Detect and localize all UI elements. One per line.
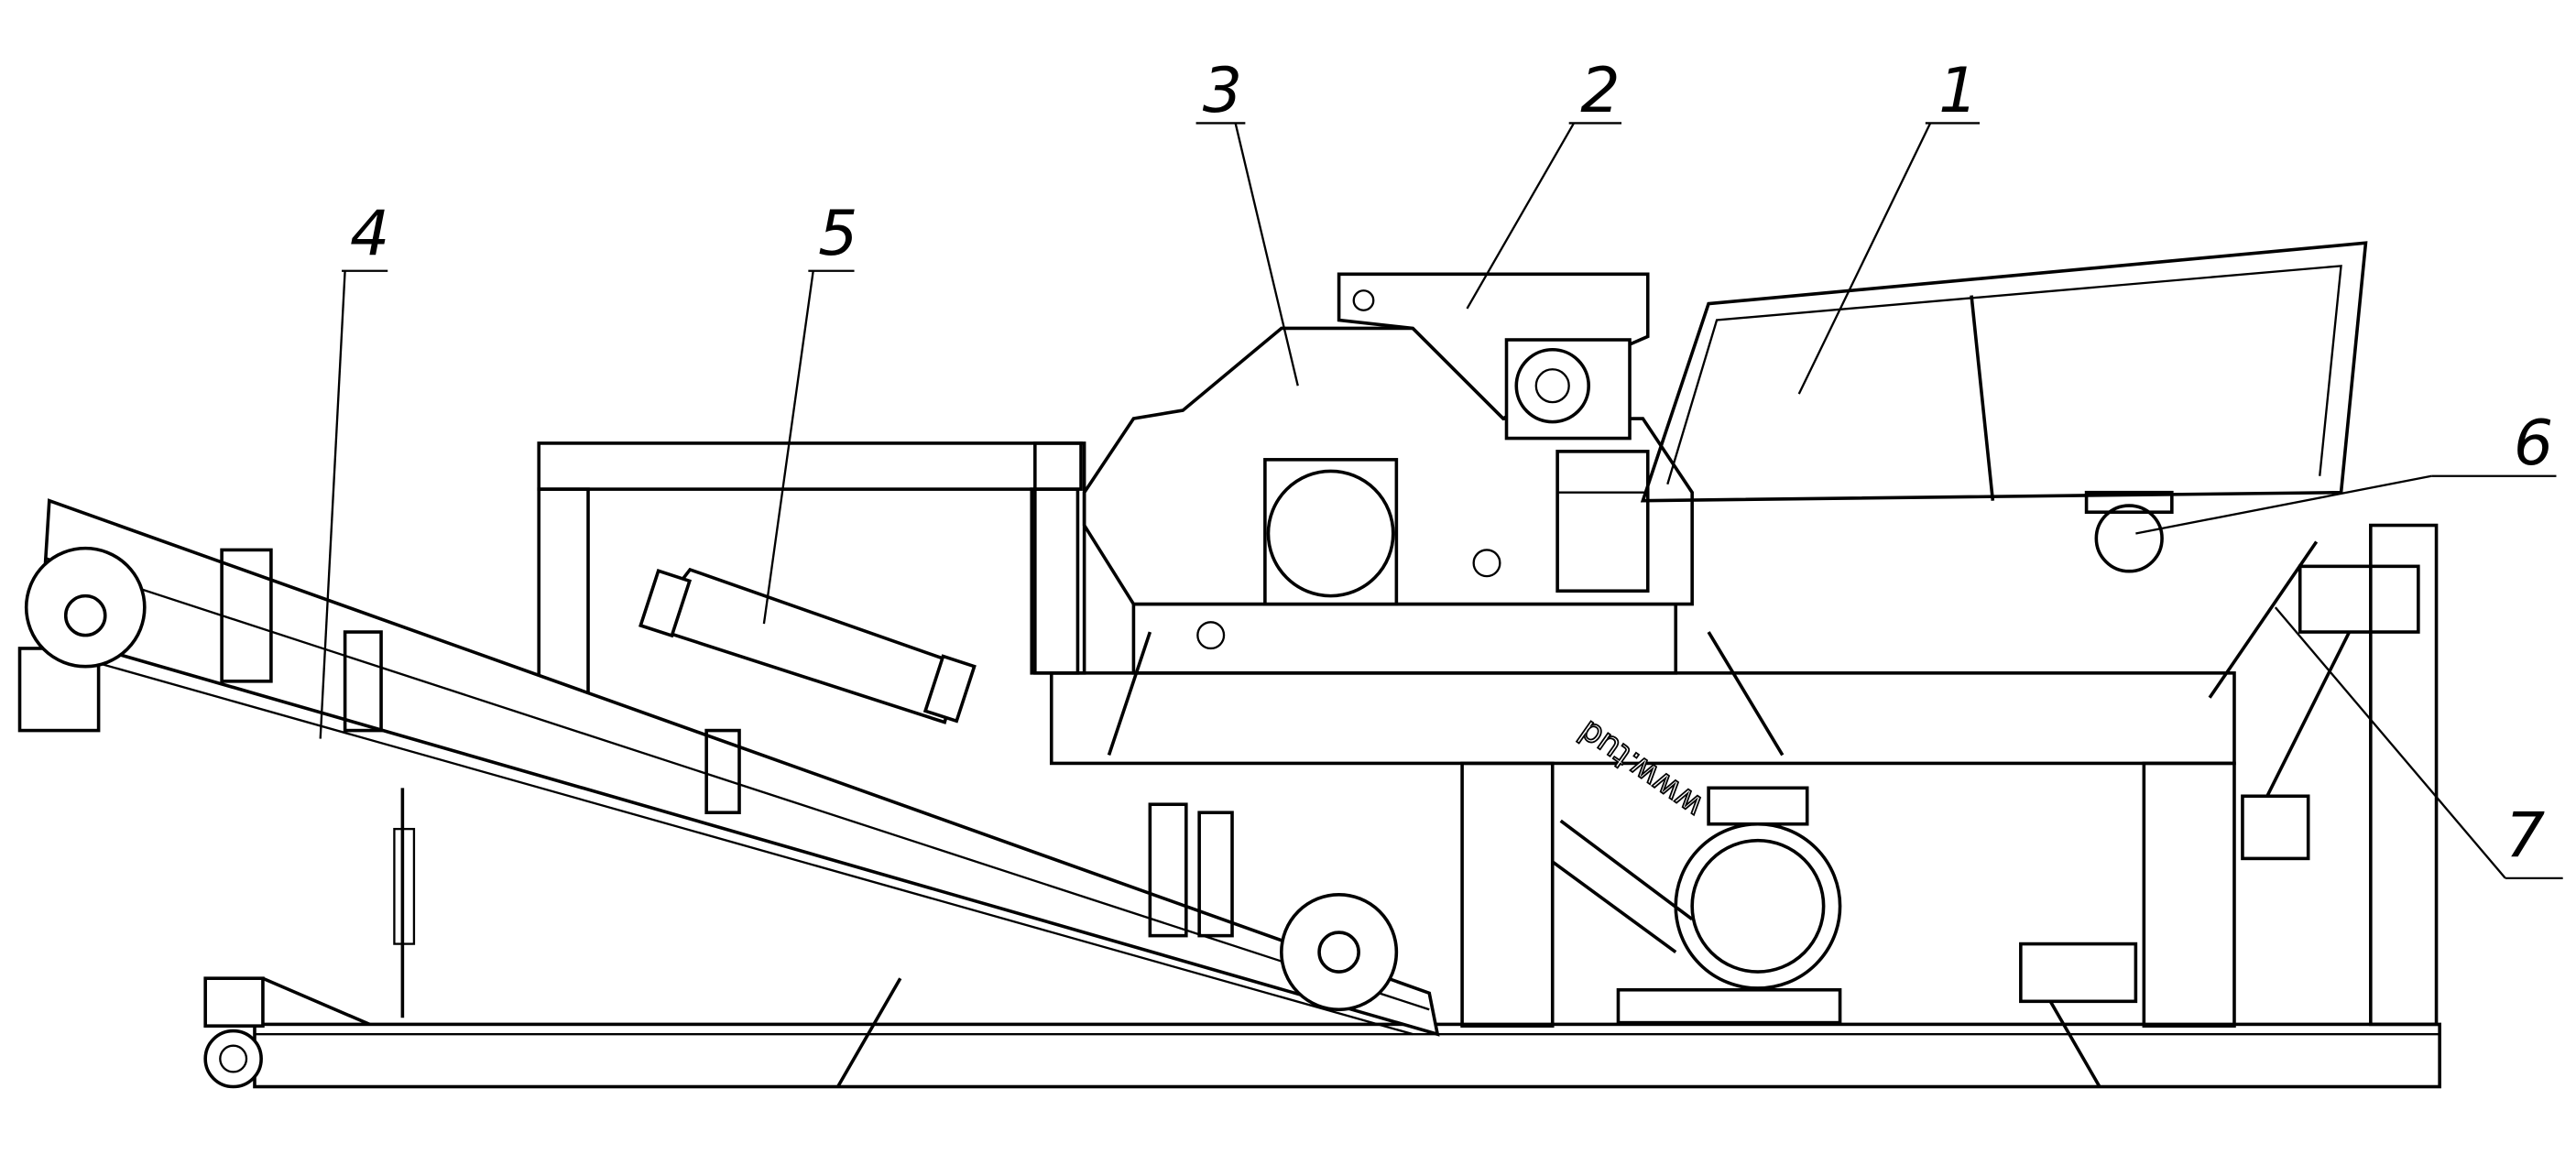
callout-2: 2 — [1466, 55, 1622, 310]
callout-3: 3 — [1195, 55, 1299, 386]
callout-label-6: 6 — [2514, 408, 2553, 480]
callout-label-7: 7 — [2505, 800, 2545, 873]
feed-chute — [1337, 272, 1650, 593]
base-frame — [203, 976, 2441, 1089]
callout-label-1: 1 — [1938, 55, 1978, 127]
callout-5: 5 — [762, 198, 857, 625]
callout-label-3: 3 — [1203, 55, 1242, 127]
callout-label-2: 2 — [1580, 55, 1620, 127]
chassis — [1049, 523, 2439, 1028]
crusher — [1033, 326, 1694, 675]
callout-4: 4 — [319, 198, 389, 739]
magnet-frame — [537, 441, 1083, 770]
callout-1: 1 — [1797, 55, 1981, 395]
callout-label-4: 4 — [350, 198, 389, 270]
feed-hopper — [1640, 241, 2368, 573]
callout-6: 6 — [2135, 408, 2557, 535]
conveyor — [17, 498, 1440, 1037]
callout-label-5: 5 — [818, 198, 857, 270]
drive-motor: www.tud — [1551, 712, 2138, 1025]
callout-7: 7 — [2274, 606, 2563, 880]
frame-lettering: www.tud — [1572, 713, 1710, 825]
